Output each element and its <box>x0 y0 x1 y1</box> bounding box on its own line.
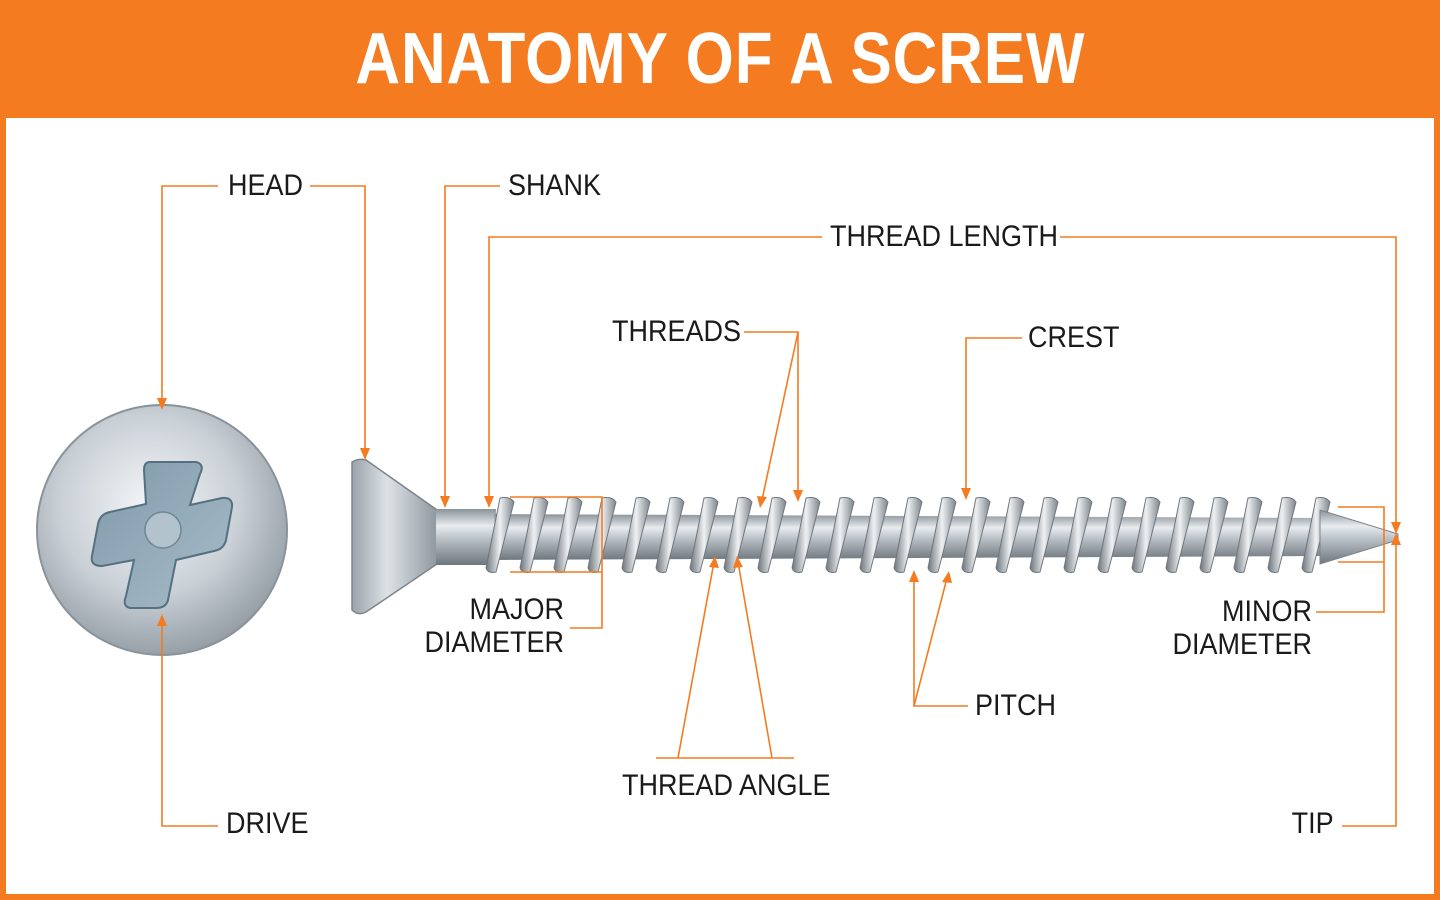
thread-crest <box>893 497 923 573</box>
head-leader-right <box>310 185 366 452</box>
thread-crest <box>655 497 685 573</box>
shank-leader <box>444 185 500 500</box>
label-pitch: PITCH <box>975 689 1056 722</box>
leader-lines <box>161 185 1397 827</box>
label-thread-angle: THREAD ANGLE <box>622 769 831 802</box>
thread-crest <box>791 497 821 573</box>
label-head: HEAD <box>228 169 304 202</box>
screw-side-view <box>351 458 1399 615</box>
threads-leader-b <box>761 331 799 501</box>
label-drive: DRIVE <box>226 807 309 840</box>
label-major-diameter-line1: MAJOR <box>469 593 565 626</box>
label-threads: THREADS <box>612 315 742 348</box>
phillips-drive-icon <box>90 461 234 609</box>
label-tip: TIP <box>1291 807 1334 840</box>
thread-crest <box>1199 497 1229 573</box>
thread-crest <box>1131 497 1161 573</box>
drive-leader <box>161 622 218 827</box>
thread-crest <box>961 497 991 573</box>
thread-crest <box>995 497 1025 573</box>
label-major-diameter-line2: DIAMETER <box>424 626 564 659</box>
label-minor-diameter-line2: DIAMETER <box>1172 628 1312 661</box>
label-crest: CREST <box>1028 321 1120 354</box>
thread-crest <box>1233 497 1263 573</box>
page-title: ANATOMY OF A SCREW <box>355 19 1085 99</box>
label-minor-diameter-line1: MINOR <box>1222 595 1312 628</box>
minor-diameter-leader <box>1316 506 1385 613</box>
thread-crest <box>1097 497 1127 573</box>
head-leader-left <box>161 185 218 402</box>
thread-crest <box>825 497 855 573</box>
threads-leader-a <box>744 331 799 494</box>
thread-crest <box>689 497 719 573</box>
thread-crest <box>723 497 753 573</box>
major-diameter-leader <box>510 496 603 629</box>
thread-length-leader-right <box>1060 236 1397 527</box>
thread-crest <box>1063 497 1093 573</box>
label-shank: SHANK <box>508 169 602 202</box>
title-banner: ANATOMY OF A SCREW <box>0 0 1440 118</box>
thread-angle-right <box>737 561 773 759</box>
thread-length-leader-left <box>488 236 822 500</box>
thread-crest <box>757 497 787 573</box>
arrowheads <box>157 398 1401 626</box>
thread-crest <box>859 497 889 573</box>
thread-crest <box>927 497 957 573</box>
pitch-leader-b <box>913 577 948 707</box>
thread-crest <box>621 497 651 573</box>
thread-crest <box>1029 497 1059 573</box>
thread-crest <box>1165 497 1195 573</box>
thread-angle-left <box>677 561 715 759</box>
tip-leader <box>1342 541 1397 827</box>
thread-crest <box>1267 497 1297 573</box>
label-thread-length: THREAD LENGTH <box>830 220 1059 253</box>
crest-leader <box>965 337 1022 492</box>
thread-crest <box>485 497 515 573</box>
pitch-leader-a <box>913 578 968 707</box>
